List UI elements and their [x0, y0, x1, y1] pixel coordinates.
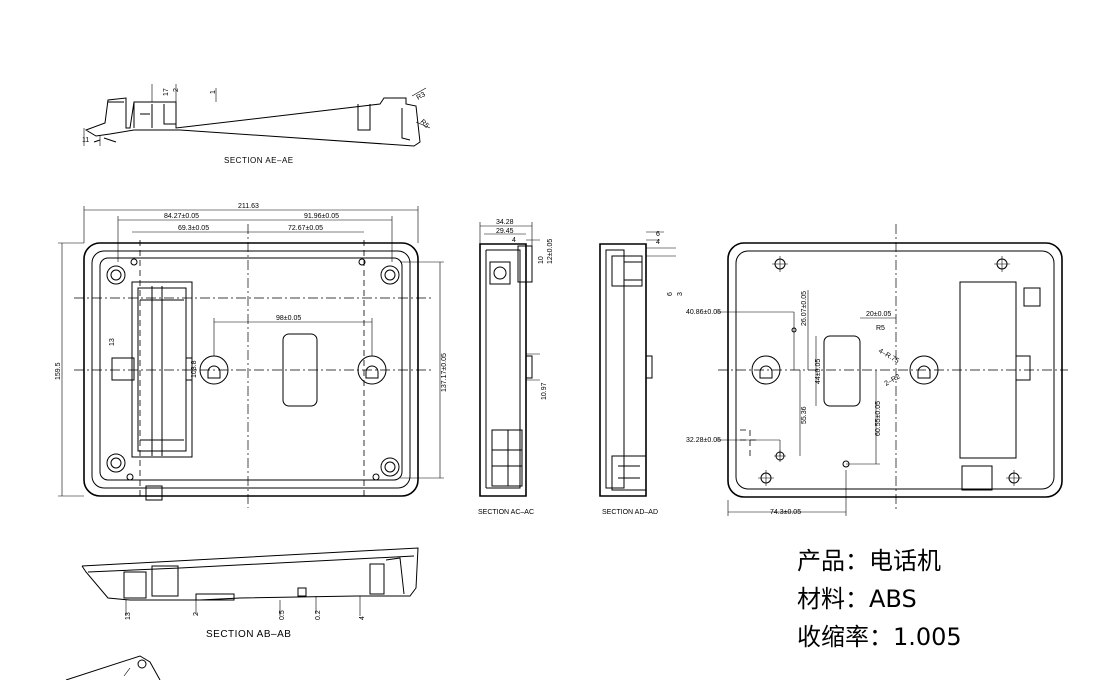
section-ae-label: SECTION AE–AE: [224, 156, 294, 165]
dim-left-width: 84.27±0.05: [164, 213, 199, 220]
dim-ab-4: 4: [359, 616, 366, 620]
dim-r475: 4–R.75: [877, 348, 900, 365]
material-label: 材料：ABS: [797, 585, 917, 613]
dim-r3: R3: [416, 91, 427, 102]
dim-20: 20±0.05: [866, 311, 891, 318]
product-label: 产品：电话机: [797, 547, 941, 575]
dim-ab-02: 0.2: [315, 610, 322, 620]
dim-ab-13: 13: [125, 612, 132, 620]
section-ad-view: 6 4 6 3 SECTION AD–AD: [599, 231, 684, 516]
dim-4a: 4: [512, 237, 516, 244]
dim-slot: 98±0.05: [276, 315, 301, 322]
dim-11: 11: [82, 137, 89, 144]
boss-tl: [106, 265, 126, 285]
dim-10: 10: [538, 256, 545, 264]
front-view: 211.63 84.27±0.05 91.96±0.05 69.3±0.05 7…: [55, 203, 448, 508]
dim-44: 44±0.05: [815, 359, 822, 384]
rear-view: 40.86±0.05 26.07±0.05 20±0.05 R5 4–R.75 …: [686, 224, 1068, 516]
dim-4086: 40.86±0.05: [686, 309, 721, 316]
dim-2945: 29.45: [496, 228, 514, 235]
shrinkage-label: 收缩率：1.005: [797, 623, 962, 651]
dim-r5: R5: [419, 118, 430, 129]
section-ad-label: SECTION AD–AD: [602, 509, 658, 516]
dim-height: 159.5: [55, 362, 62, 380]
boss-br: [380, 457, 400, 477]
boss-bl: [106, 453, 126, 473]
dim-r2: 2–R2: [884, 373, 902, 387]
dim-r5b: R5: [876, 325, 885, 332]
section-ac-view: 34.28 29.45 4 10 12±0.05 10.97 SECTION A…: [478, 219, 554, 516]
dim-12: 12±0.05: [547, 239, 554, 264]
section-ac-label: SECTION AC–AC: [478, 509, 534, 516]
dim-ab-05: 0.5: [279, 610, 286, 620]
dim-inner-left: 69.3±0.05: [178, 225, 209, 232]
dim-13: 13: [109, 338, 116, 346]
dim-2: 2: [173, 88, 180, 92]
dim-inner-right: 72.67±0.05: [288, 225, 323, 232]
rear-crosshairs: [758, 256, 1022, 486]
dim-right-width: 91.96±0.05: [304, 213, 339, 220]
section-ab-label: SECTION AB–AB: [206, 629, 291, 640]
dim-inner-height: 137.17±0.05: [441, 353, 448, 392]
partial-corner-view: [65, 655, 161, 680]
dim-5536: 55.36: [801, 406, 808, 424]
dim-6055: 60.55±0.05: [875, 401, 882, 436]
dim-108: 108.8: [191, 360, 198, 378]
dim-17: 17: [163, 88, 170, 96]
section-ae-view: 17 2 1 R3 R5 11 SECTION AE–AE: [82, 84, 431, 165]
dim-6b: 6: [667, 292, 674, 296]
dim-743: 74.3±0.05: [770, 509, 801, 516]
dim-6: 6: [656, 231, 660, 238]
dim-2607: 26.07±0.05: [801, 291, 808, 326]
dim-3428: 34.28: [496, 219, 514, 226]
dim-4b: 4: [656, 239, 660, 246]
boss-tr: [380, 265, 400, 285]
dim-1: 1: [210, 90, 217, 94]
dim-ab-2: 2: [193, 612, 200, 616]
dim-3: 3: [677, 292, 684, 296]
section-ab-view: 13 2 0.5 0.2 4 SECTION AB–AB: [81, 547, 419, 640]
dim-1097: 10.97: [541, 382, 548, 400]
dim-3228: 32.28±0.05: [686, 437, 721, 444]
dim-overall-width: 211.63: [238, 203, 259, 210]
